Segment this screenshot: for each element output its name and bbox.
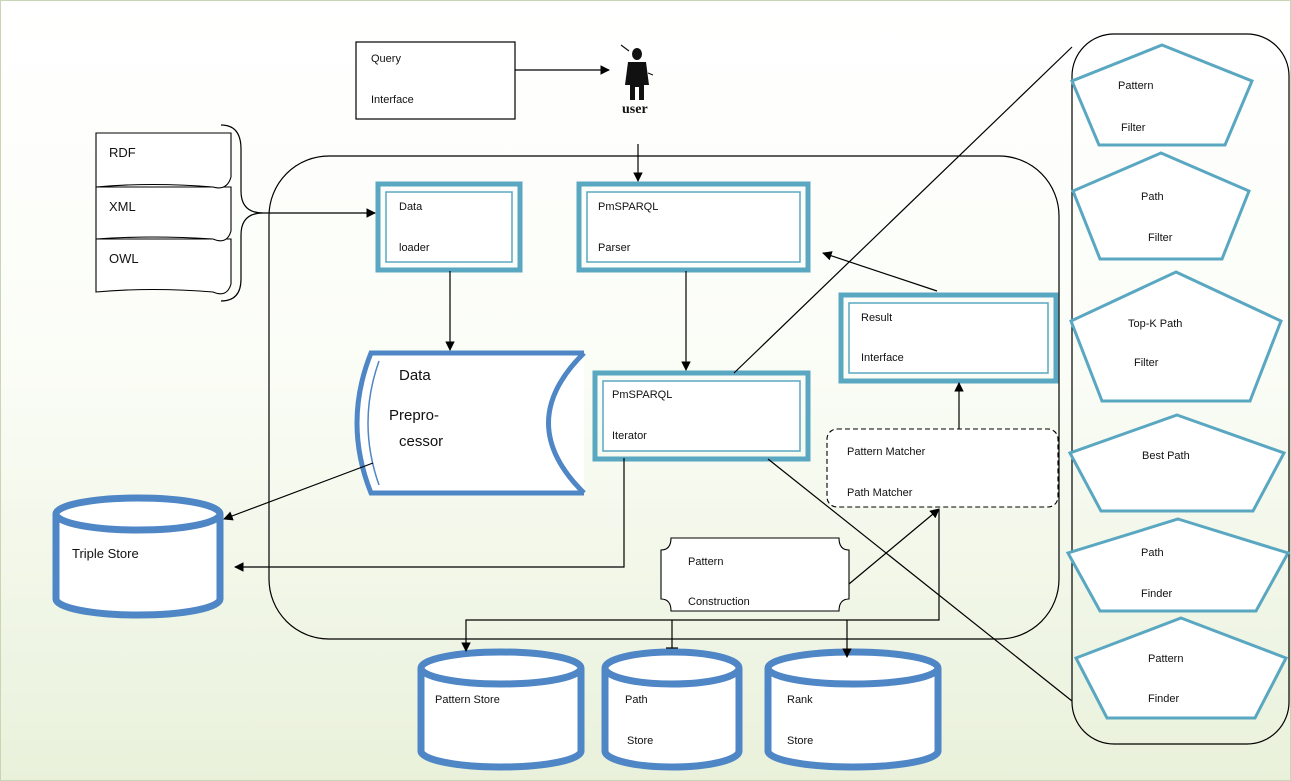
matcher-label-2: Path Matcher — [847, 487, 913, 499]
pattern-store-cylinder — [417, 648, 585, 771]
path-finder-label-1: Path — [1141, 547, 1164, 559]
triple-store-label: Triple Store — [72, 546, 139, 561]
pattern-filter-label-1: Pattern — [1118, 80, 1154, 92]
pattern-construction-box — [660, 537, 850, 612]
source-label-rdf: RDF — [109, 145, 136, 160]
connectors — [223, 46, 1073, 702]
preprocessor-shape — [354, 350, 586, 496]
iterator-box — [592, 370, 811, 462]
preprocessor-label-2: Prepro- — [389, 407, 440, 424]
parser-box — [576, 181, 811, 273]
pattern-filter-pentagon — [1070, 43, 1254, 147]
pattern-finder-pentagon — [1073, 616, 1289, 720]
query-interface-box — [355, 41, 516, 120]
triple-store-cylinder — [52, 494, 224, 619]
iterator-label-2: Iterator — [612, 430, 647, 442]
path-filter-label-1: Path — [1141, 191, 1164, 203]
path-finder-pentagon — [1065, 517, 1290, 613]
path-store-cylinder — [601, 648, 743, 771]
data-loader-label-1: Data — [399, 201, 423, 213]
source-label-xml: XML — [109, 199, 136, 214]
document-rdf — [95, 132, 232, 189]
query-interface-label-2: Interface — [371, 94, 414, 106]
pattern-construction-label-2: Construction — [688, 596, 750, 608]
pattern-finder-label-2: Finder — [1148, 693, 1180, 705]
parser-label-1: PmSPARQL — [598, 201, 659, 213]
topk-filter-pentagon — [1069, 270, 1283, 403]
pattern-finder-label-1: Pattern — [1148, 653, 1184, 665]
user-icon — [620, 44, 654, 100]
document-owl — [95, 238, 232, 295]
pattern-store-label: Pattern Store — [435, 694, 500, 706]
best-path-label: Best Path — [1142, 450, 1190, 462]
source-label-owl: OWL — [109, 251, 139, 266]
path-finder-label-2: Finder — [1141, 588, 1173, 600]
matcher-box — [826, 428, 1059, 508]
document-xml — [95, 186, 232, 242]
result-interface-label-1: Result — [861, 312, 893, 324]
data-loader-label-2: loader — [399, 242, 430, 254]
path-store-label-1: Path — [625, 694, 648, 706]
query-interface-label-1: Query — [371, 53, 401, 65]
rank-store-label-2: Store — [787, 735, 814, 747]
user-label: user — [622, 102, 648, 117]
rank-store-label-1: Rank — [787, 694, 813, 706]
path-store-label-2: Store — [627, 735, 654, 747]
source-documents — [95, 132, 232, 295]
result-interface-box — [838, 292, 1059, 384]
matcher-label-1: Pattern Matcher — [847, 446, 926, 458]
pattern-filter-label-2: Filter — [1121, 122, 1146, 134]
parser-label-2: Parser — [598, 242, 631, 254]
path-filter-pentagon — [1071, 151, 1251, 261]
rank-store-cylinder — [764, 648, 942, 771]
preprocessor-label-1: Data — [399, 367, 431, 384]
topk-filter-label-2: Filter — [1134, 357, 1159, 369]
data-loader-box — [375, 181, 523, 273]
preprocessor-label-3: cessor — [399, 433, 444, 450]
best-path-pentagon — [1067, 413, 1287, 513]
filters-panel — [1071, 33, 1290, 745]
iterator-label-1: PmSPARQL — [612, 389, 673, 401]
result-interface-label-2: Interface — [861, 352, 904, 364]
pattern-construction-label-1: Pattern — [688, 556, 724, 568]
path-filter-label-2: Filter — [1148, 232, 1173, 244]
system-container — [268, 155, 1060, 640]
topk-filter-label-1: Top-K Path — [1128, 318, 1183, 330]
